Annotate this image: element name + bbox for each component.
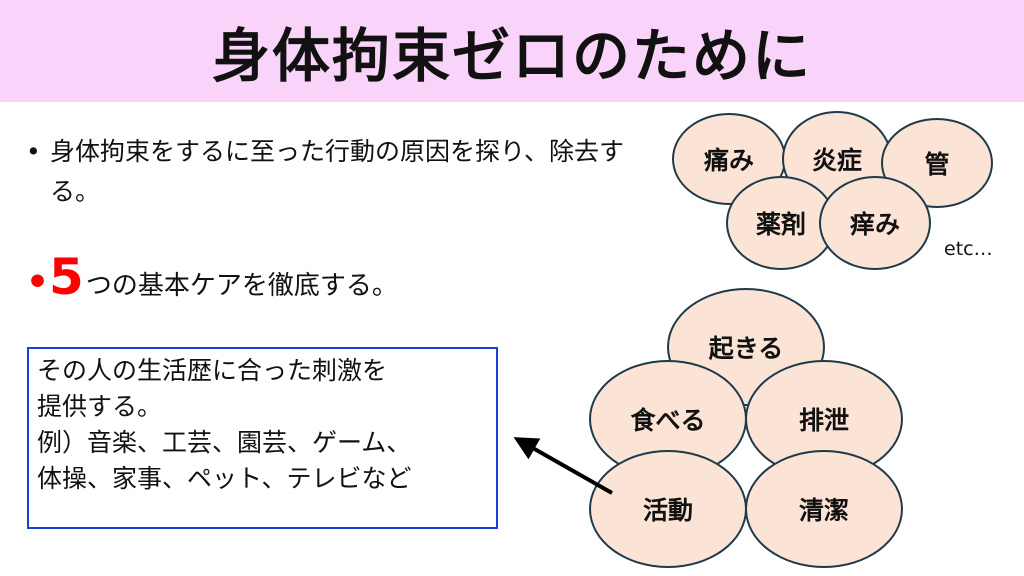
bullet-text: つの基本ケアを徹底する。 — [85, 271, 398, 301]
care-bubble-cleanliness: 清潔 — [745, 450, 903, 568]
emphasis-number: 5 — [49, 248, 84, 306]
bullet-text: 身体拘束をするに至った行動の原因を探り、除去する。 — [50, 137, 625, 206]
box-line: その人の生活歴に合った刺激を — [37, 356, 388, 385]
stimulus-example-box: その人の生活歴に合った刺激を 提供する。 例）音楽、工芸、園芸、ゲーム、 体操、… — [27, 347, 498, 529]
cause-bubble-itch: 痒み — [819, 176, 931, 270]
bullet-marker: • — [26, 262, 50, 303]
care-bubble-activity: 活動 — [589, 450, 747, 568]
bullet-basic-care: • 5 つの基本ケアを徹底する。 — [26, 248, 398, 306]
care-bubble-excretion: 排泄 — [745, 360, 903, 478]
box-line: 例）音楽、工芸、園芸、ゲーム、 — [37, 428, 412, 457]
box-line: 体操、家事、ペット、テレビなど — [37, 464, 412, 493]
etc-label: etc… — [944, 238, 993, 260]
bullet-cause-removal: • 身体拘束をするに至った行動の原因を探り、除去する。 — [26, 132, 650, 212]
box-line: 提供する。 — [37, 392, 163, 421]
cause-bubble-tube: 管 — [881, 118, 993, 208]
title-banner: 身体拘束ゼロのために — [0, 0, 1024, 102]
bullet-marker: • — [26, 137, 41, 166]
slide-title: 身体拘束ゼロのために — [211, 22, 812, 90]
